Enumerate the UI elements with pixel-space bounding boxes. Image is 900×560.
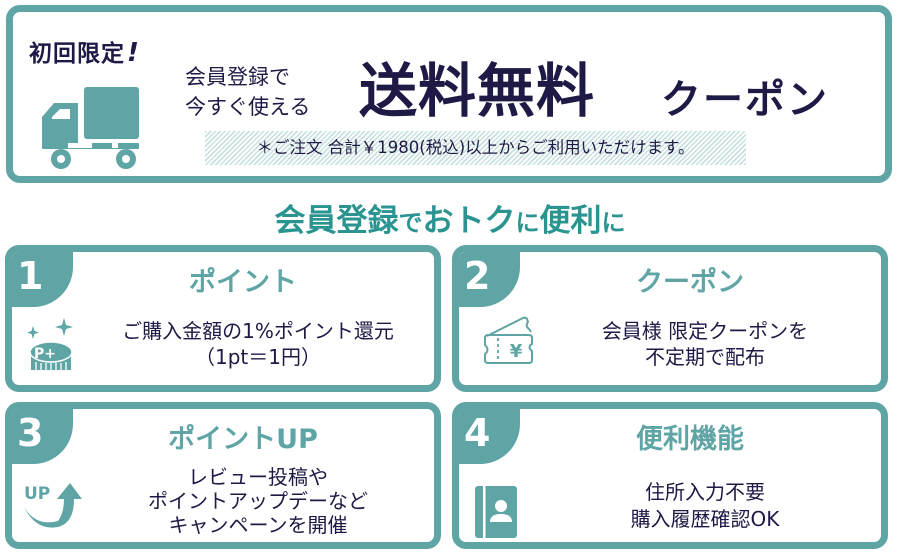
card-title: 便利機能 bbox=[636, 424, 744, 455]
truck-icon bbox=[42, 87, 139, 169]
heading-part: 会員登録 bbox=[274, 203, 399, 239]
feature-card-coupons[interactable]: 2 クーポン ¥ 会員様 限定クーポンを 不定期で配布 bbox=[452, 245, 888, 392]
svg-text:UP: UP bbox=[24, 484, 50, 504]
feature-card-point-up[interactable]: 3 ポイントUP UP レビュー投稿や ポイントアップデーなど キャンペーンを開… bbox=[5, 402, 441, 549]
description-line: 住所入力不要 bbox=[645, 480, 765, 504]
headline-free-shipping: 送料無料 bbox=[359, 57, 596, 125]
card-description: レビュー投稿や ポイントアップデーなど キャンペーンを開催 bbox=[82, 465, 434, 537]
lead-line-1: 会員登録で bbox=[185, 65, 290, 89]
yen-ticket-icon: ¥ bbox=[484, 316, 533, 364]
description-line: （1pt＝1円） bbox=[195, 345, 321, 369]
address-book-icon bbox=[475, 486, 517, 538]
section-heading: 会員登録でおトクに便利に bbox=[0, 195, 900, 240]
feature-card-convenience[interactable]: 4 便利機能 住所入力不要 購入履歴確認OK bbox=[452, 402, 888, 549]
heading-part: で bbox=[398, 209, 423, 237]
number-badge: 4 bbox=[459, 409, 520, 464]
heading-part: お bbox=[422, 203, 454, 239]
heading-part: 便利 bbox=[539, 203, 602, 239]
exclamation-mark: ! bbox=[127, 38, 140, 68]
free-shipping-coupon-banner[interactable]: 初回限定! 会員登録で 今すぐ使える 送料無料 クーポン ＊ご注文 合計￥198… bbox=[6, 5, 892, 183]
card-description: 会員様 限定クーポンを 不定期で配布 bbox=[529, 318, 881, 370]
description-line: 会員様 限定クーポンを bbox=[601, 319, 809, 343]
description-line: キャンペーンを開催 bbox=[168, 513, 348, 537]
headline-coupon: クーポン bbox=[661, 77, 829, 123]
description-line: ポイントアップデーなど bbox=[148, 489, 368, 513]
minimum-order-note: ＊ご注文 合計￥1980(税込)以上からご利用いただけます。 bbox=[205, 131, 746, 165]
description-line: レビュー投稿や bbox=[188, 465, 328, 489]
number-badge: 2 bbox=[459, 252, 520, 307]
svg-text:P+: P+ bbox=[34, 346, 56, 362]
heading-part: に bbox=[601, 209, 626, 237]
card-title: ポイントUP bbox=[168, 424, 318, 455]
first-time-limited-label: 初回限定! bbox=[29, 34, 140, 68]
limited-text: 初回限定 bbox=[29, 41, 125, 67]
svg-text:¥: ¥ bbox=[510, 341, 523, 362]
point-coin-icon: P+ bbox=[27, 318, 73, 371]
card-title: ポイント bbox=[189, 267, 297, 298]
feature-card-points[interactable]: 1 ポイント P+ ご購入金額の1%ポイント還元 （1pt＝1円） bbox=[5, 245, 441, 392]
up-arrow-icon: UP bbox=[24, 483, 82, 528]
description-line: 購入履歴確認OK bbox=[630, 507, 780, 531]
heading-part: トク bbox=[453, 203, 516, 239]
description-line: 不定期で配布 bbox=[645, 345, 765, 369]
lead-text: 会員登録で 今すぐ使える bbox=[185, 62, 310, 122]
lead-line-2: 今すぐ使える bbox=[185, 95, 311, 119]
card-title: クーポン bbox=[636, 267, 744, 298]
description-line: ご購入金額の1%ポイント還元 bbox=[122, 319, 394, 343]
heading-part: に bbox=[515, 209, 540, 237]
card-description: 住所入力不要 購入履歴確認OK bbox=[529, 479, 881, 533]
card-description: ご購入金額の1%ポイント還元 （1pt＝1円） bbox=[82, 318, 434, 370]
